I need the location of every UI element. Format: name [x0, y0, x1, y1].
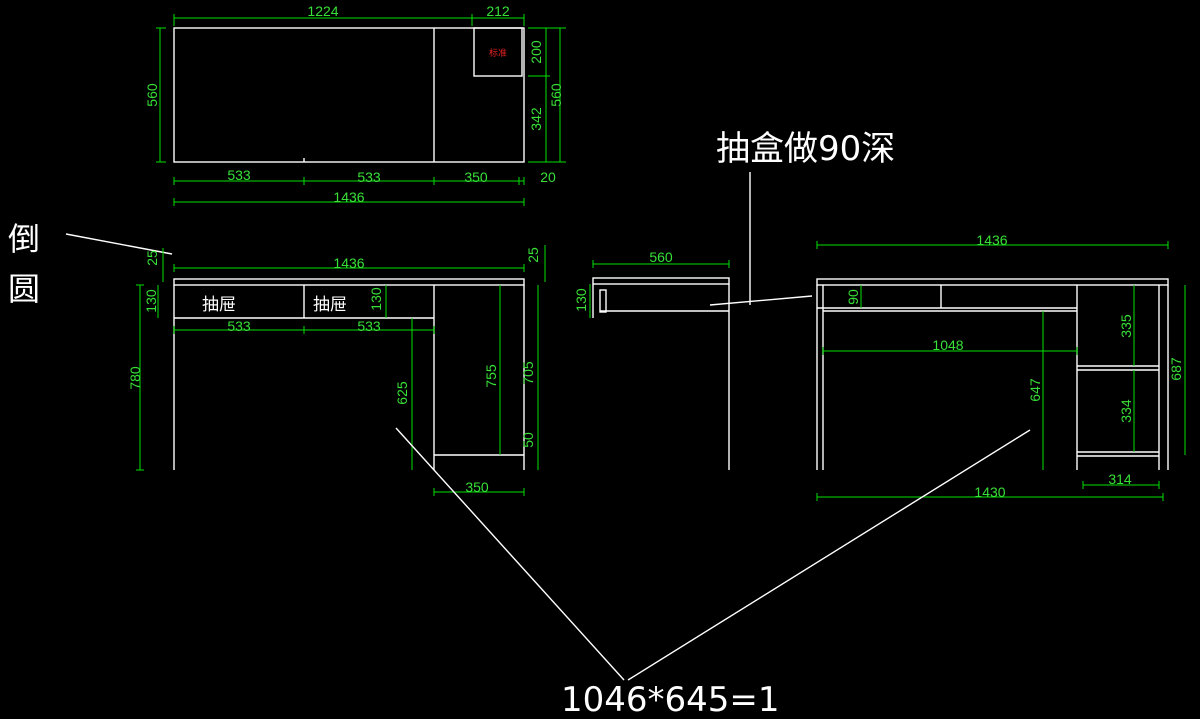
- dim-front-533-1: 533: [227, 318, 251, 334]
- dim-front-130-2: 130: [368, 287, 384, 311]
- drawer-depth-note: 抽盒做90深: [716, 129, 895, 169]
- drawer-label-right: 抽屉: [313, 295, 347, 315]
- top-view-side-box: [473, 27, 523, 77]
- dim-front-755: 755: [483, 364, 499, 388]
- side-view: 560 130: [573, 249, 730, 470]
- dim-rear-1430: 1430: [974, 484, 1005, 500]
- dim-top-200: 200: [528, 40, 544, 64]
- top-view: 标准 1224 212 560 200 342 560 533 533 350 …: [144, 3, 566, 206]
- side-top-board: [592, 277, 730, 285]
- dim-top-1436: 1436: [333, 189, 364, 205]
- round-leader: [65, 233, 173, 255]
- dim-front-25-right: 25: [525, 247, 541, 263]
- round-label-2: 圆: [8, 270, 40, 308]
- round-label-1: 倒: [8, 220, 40, 258]
- dim-top-342: 342: [528, 107, 544, 131]
- front-view: 倒 圆 抽屉 抽屉 1436 25 25 130 780 533 533 13: [8, 220, 546, 496]
- dim-rear-335: 335: [1118, 314, 1134, 338]
- dim-front-25-left: 25: [144, 250, 160, 266]
- dim-front-1436: 1436: [333, 255, 364, 271]
- dim-rear-334: 334: [1118, 399, 1134, 423]
- annotations: 抽盒做90深 1046*645=1: [395, 129, 1031, 719]
- dim-rear-1436: 1436: [976, 232, 1007, 248]
- dim-front-350: 350: [465, 479, 489, 495]
- rear-view: 1436 90 1048 647 335 334 687 314 1430: [816, 232, 1186, 501]
- dim-top-560-left: 560: [144, 83, 160, 107]
- dim-side-560: 560: [649, 249, 673, 265]
- front-top-board: [173, 278, 525, 286]
- dim-front-780: 780: [127, 366, 143, 390]
- dim-top-533-2: 533: [357, 169, 381, 185]
- drawer-label-left: 抽屉: [202, 295, 236, 315]
- dim-front-705: 705: [520, 361, 536, 385]
- formula-leader-right: [627, 429, 1031, 681]
- dim-side-130: 130: [573, 288, 589, 312]
- dim-rear-647: 647: [1027, 378, 1043, 402]
- note-leader-horizontal: [709, 295, 813, 306]
- dim-top-350: 350: [464, 169, 488, 185]
- dim-rear-687: 687: [1168, 357, 1184, 381]
- formula-leader-left: [395, 427, 625, 681]
- dim-top-533-1: 533: [227, 167, 251, 183]
- dim-top-20: 20: [540, 169, 556, 185]
- rear-top-board: [816, 278, 1169, 286]
- dim-rear-314: 314: [1108, 471, 1132, 487]
- dim-top-1224: 1224: [307, 3, 338, 19]
- dim-front-130: 130: [143, 289, 159, 313]
- top-view-outline: [173, 27, 525, 163]
- dim-front-533-2: 533: [357, 318, 381, 334]
- dim-front-625: 625: [394, 381, 410, 405]
- formula-note: 1046*645=1: [561, 680, 780, 719]
- dim-top-212: 212: [486, 3, 510, 19]
- dim-front-50: 50: [520, 432, 536, 448]
- dim-rear-1048: 1048: [932, 337, 963, 353]
- dim-top-560-right: 560: [548, 83, 564, 107]
- red-mark: 标准: [489, 47, 507, 59]
- dim-rear-90: 90: [845, 289, 861, 305]
